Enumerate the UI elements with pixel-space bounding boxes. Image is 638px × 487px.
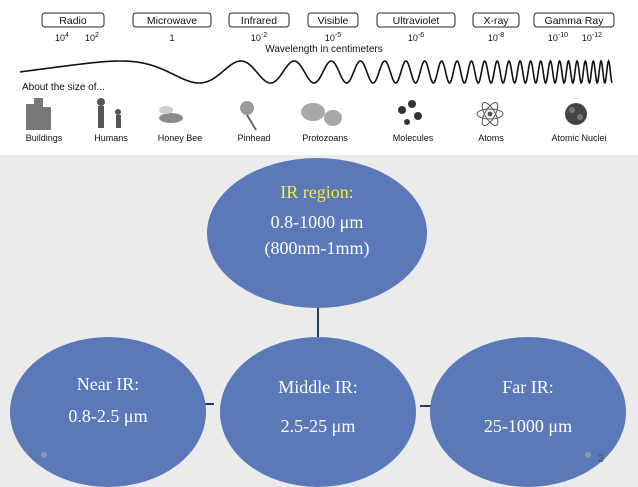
node-near-ir: Near IR: 0.8-2.5 μm xyxy=(10,337,206,487)
node-title: Far IR: xyxy=(502,377,554,397)
wavelength-value: 10-12 xyxy=(582,32,602,43)
node-title: Middle IR: xyxy=(278,377,358,397)
band-radio: Radio 104 102 xyxy=(41,12,105,43)
node-range: 25-1000 μm xyxy=(483,416,573,436)
object-label: Pinhead xyxy=(237,133,270,143)
band-label: Visible xyxy=(318,15,349,27)
node-range: 0.8-1000 μm xyxy=(270,212,364,232)
node-far-ir: Far IR: 25-1000 μm xyxy=(430,337,626,487)
wavelength-value: 1 xyxy=(169,33,174,43)
wavelength-value: 10-8 xyxy=(488,32,504,43)
wavelength-value: 10-6 xyxy=(408,32,424,43)
object-label: Honey Bee xyxy=(158,133,203,143)
object-label: Protozoans xyxy=(302,133,348,143)
node-title: IR region: xyxy=(280,182,354,202)
node-range: 2.5-25 μm xyxy=(280,416,356,436)
band-label: Microwave xyxy=(147,15,197,27)
connector-left-middle xyxy=(202,403,214,405)
axis-caption: Wavelength in centimeters xyxy=(265,44,382,55)
wavelength-value: 10-2 xyxy=(251,32,267,43)
humans-icon xyxy=(97,98,121,128)
object-label: Atoms xyxy=(478,133,504,143)
wavelength-value: 10-5 xyxy=(325,32,341,43)
molecules-icon xyxy=(398,100,422,125)
wave-line xyxy=(19,59,613,85)
band-visible: Visible 10-5 xyxy=(307,12,359,43)
protozoans-icon xyxy=(301,103,342,126)
size-caption: About the size of... xyxy=(22,82,105,93)
band-label: X-ray xyxy=(483,15,509,27)
spectrum-figure: Radio 104 102 Microwave 1 Infrared 10-2 … xyxy=(0,0,638,155)
band-microwave: Microwave 1 xyxy=(132,12,212,43)
object-label: Atomic Nuclei xyxy=(551,133,606,143)
band-label: Gamma Ray xyxy=(545,15,605,27)
connector-top-middle xyxy=(317,290,319,340)
node-range: 0.8-2.5 μm xyxy=(68,406,148,426)
band-xray: X-ray 10-8 xyxy=(472,12,520,43)
band-infrared: Infrared 10-2 xyxy=(228,12,290,43)
pinhead-icon xyxy=(240,101,257,131)
node-range-alt: (800nm-1mm) xyxy=(264,238,370,258)
node-ir-region: IR region: 0.8-1000 μm (800nm-1mm) xyxy=(207,158,427,308)
object-label: Molecules xyxy=(393,133,434,143)
band-ultraviolet: Ultraviolet 10-6 xyxy=(376,12,456,43)
object-label: Buildings xyxy=(26,133,63,143)
node-title: Near IR: xyxy=(76,374,140,394)
band-label: Radio xyxy=(59,15,87,27)
connector-middle-right xyxy=(420,405,434,407)
wavelength-value: 10-10 xyxy=(548,32,568,43)
atoms-icon xyxy=(476,101,504,127)
wavelength-value: 102 xyxy=(85,32,99,43)
buildings-icon xyxy=(26,98,51,130)
band-label: Ultraviolet xyxy=(393,15,440,27)
slide-dot-left xyxy=(41,452,47,458)
slide-dot-right xyxy=(585,452,591,458)
band-label: Infrared xyxy=(241,15,277,27)
wavelength-value: 104 xyxy=(55,32,69,43)
honey-bee-icon xyxy=(159,106,183,123)
object-label: Humans xyxy=(94,133,128,143)
band-gamma: Gamma Ray 10-10 10-12 xyxy=(533,12,615,43)
atomic-nuclei-icon xyxy=(565,103,587,125)
node-middle-ir: Middle IR: 2.5-25 μm xyxy=(220,337,416,487)
page-number: 3 xyxy=(597,453,604,465)
